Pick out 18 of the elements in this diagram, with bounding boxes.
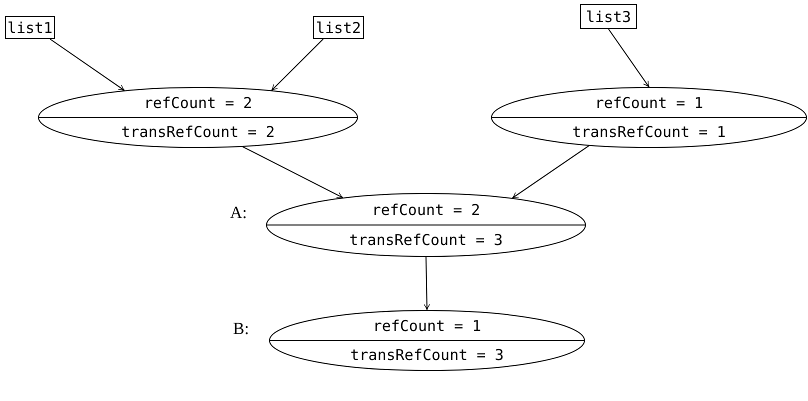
list-name: list2 [316, 18, 362, 36]
counter-text: refCount = 2 [370, 201, 482, 219]
node-caption: A: [230, 203, 247, 223]
counter-text: transRefCount = 3 [348, 231, 504, 249]
ellipse-node [38, 87, 358, 148]
list-name: list1 [7, 18, 53, 36]
ellipse-node [491, 87, 807, 148]
ellipse-node [269, 310, 585, 371]
ellipse-node [266, 193, 586, 257]
counter-text: refCount = 1 [594, 94, 704, 112]
list-box [580, 4, 637, 29]
counter-text: transRefCount = 2 [120, 122, 276, 141]
counter-text: refCount = 1 [372, 317, 482, 336]
counter-text: transRefCount = 3 [349, 346, 505, 364]
list-name: list3 [586, 8, 632, 26]
counter-text: transRefCount = 1 [571, 122, 727, 141]
node-caption: B: [233, 318, 250, 338]
counter-text: refCount = 2 [142, 94, 254, 112]
